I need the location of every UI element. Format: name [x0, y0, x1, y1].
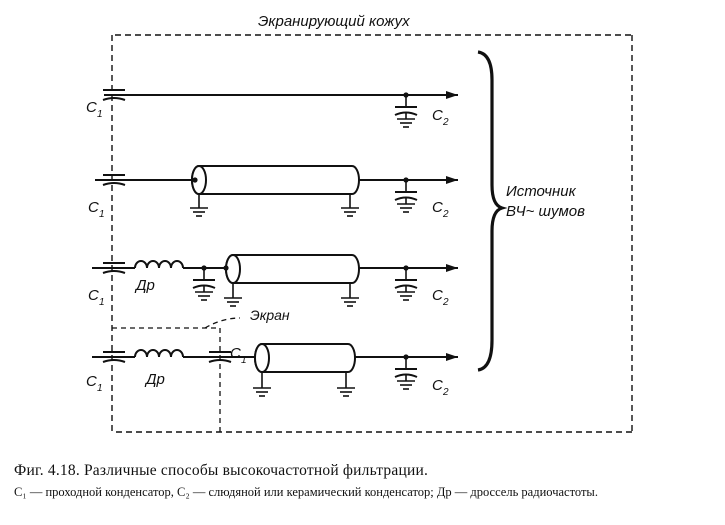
noise-source-label-1: Источник — [506, 183, 577, 200]
screen-label: Экран — [250, 307, 290, 323]
mica-capacitor — [394, 353, 418, 390]
shield-label: Экранирующий кожух — [258, 13, 410, 30]
mica-capacitor — [394, 176, 418, 213]
svg-text:2: 2 — [442, 297, 449, 308]
svg-text:2: 2 — [442, 117, 449, 128]
noise-source-label-2: ВЧ~ шумов — [506, 203, 585, 220]
mica-capacitor — [192, 264, 216, 301]
filter-row-1: C 1 C 2 — [86, 89, 458, 128]
svg-text:C: C — [230, 345, 241, 362]
svg-text:C: C — [88, 199, 99, 216]
svg-text:C: C — [432, 377, 443, 394]
choke-label: Др — [144, 371, 165, 388]
figure-caption-body: C₁ — проходной конденсатор, C₂ — слюдяно… — [14, 485, 598, 499]
svg-text:1: 1 — [99, 297, 105, 308]
rf-choke — [134, 260, 184, 269]
coaxial-cable — [225, 254, 360, 284]
shielding-enclosure — [111, 34, 633, 433]
mica-capacitor — [394, 264, 418, 301]
svg-text:C: C — [88, 287, 99, 304]
svg-text:2: 2 — [442, 387, 449, 398]
mica-capacitor — [394, 91, 418, 128]
filter-row-3: Др C 1 C 2 — [88, 254, 458, 308]
svg-text:C: C — [432, 199, 443, 216]
svg-text:1: 1 — [99, 209, 105, 220]
filter-row-2: C 1 C 2 — [88, 165, 458, 220]
c1-label: C — [86, 99, 97, 116]
curly-brace — [477, 50, 508, 372]
filter-row-4: Др C 1 C 1 C 2 — [86, 343, 458, 398]
svg-text:C: C — [86, 373, 97, 390]
rf-choke — [134, 349, 184, 358]
choke-label: Др — [134, 277, 155, 294]
svg-text:2: 2 — [442, 209, 449, 220]
inner-screen — [112, 317, 241, 432]
svg-text:1: 1 — [97, 109, 103, 120]
c2-label: C — [432, 107, 443, 124]
svg-text:C: C — [432, 287, 443, 304]
figure-caption-title: Фиг. 4.18. Различные способы высокочасто… — [14, 462, 429, 479]
svg-text:1: 1 — [97, 383, 103, 394]
svg-text:1: 1 — [241, 355, 247, 366]
circuit-diagram: Экранирующий кожух Экран C 1 C 2 C 1 — [86, 13, 633, 433]
coaxial-cable — [191, 165, 360, 195]
coaxial-cable — [254, 343, 356, 373]
